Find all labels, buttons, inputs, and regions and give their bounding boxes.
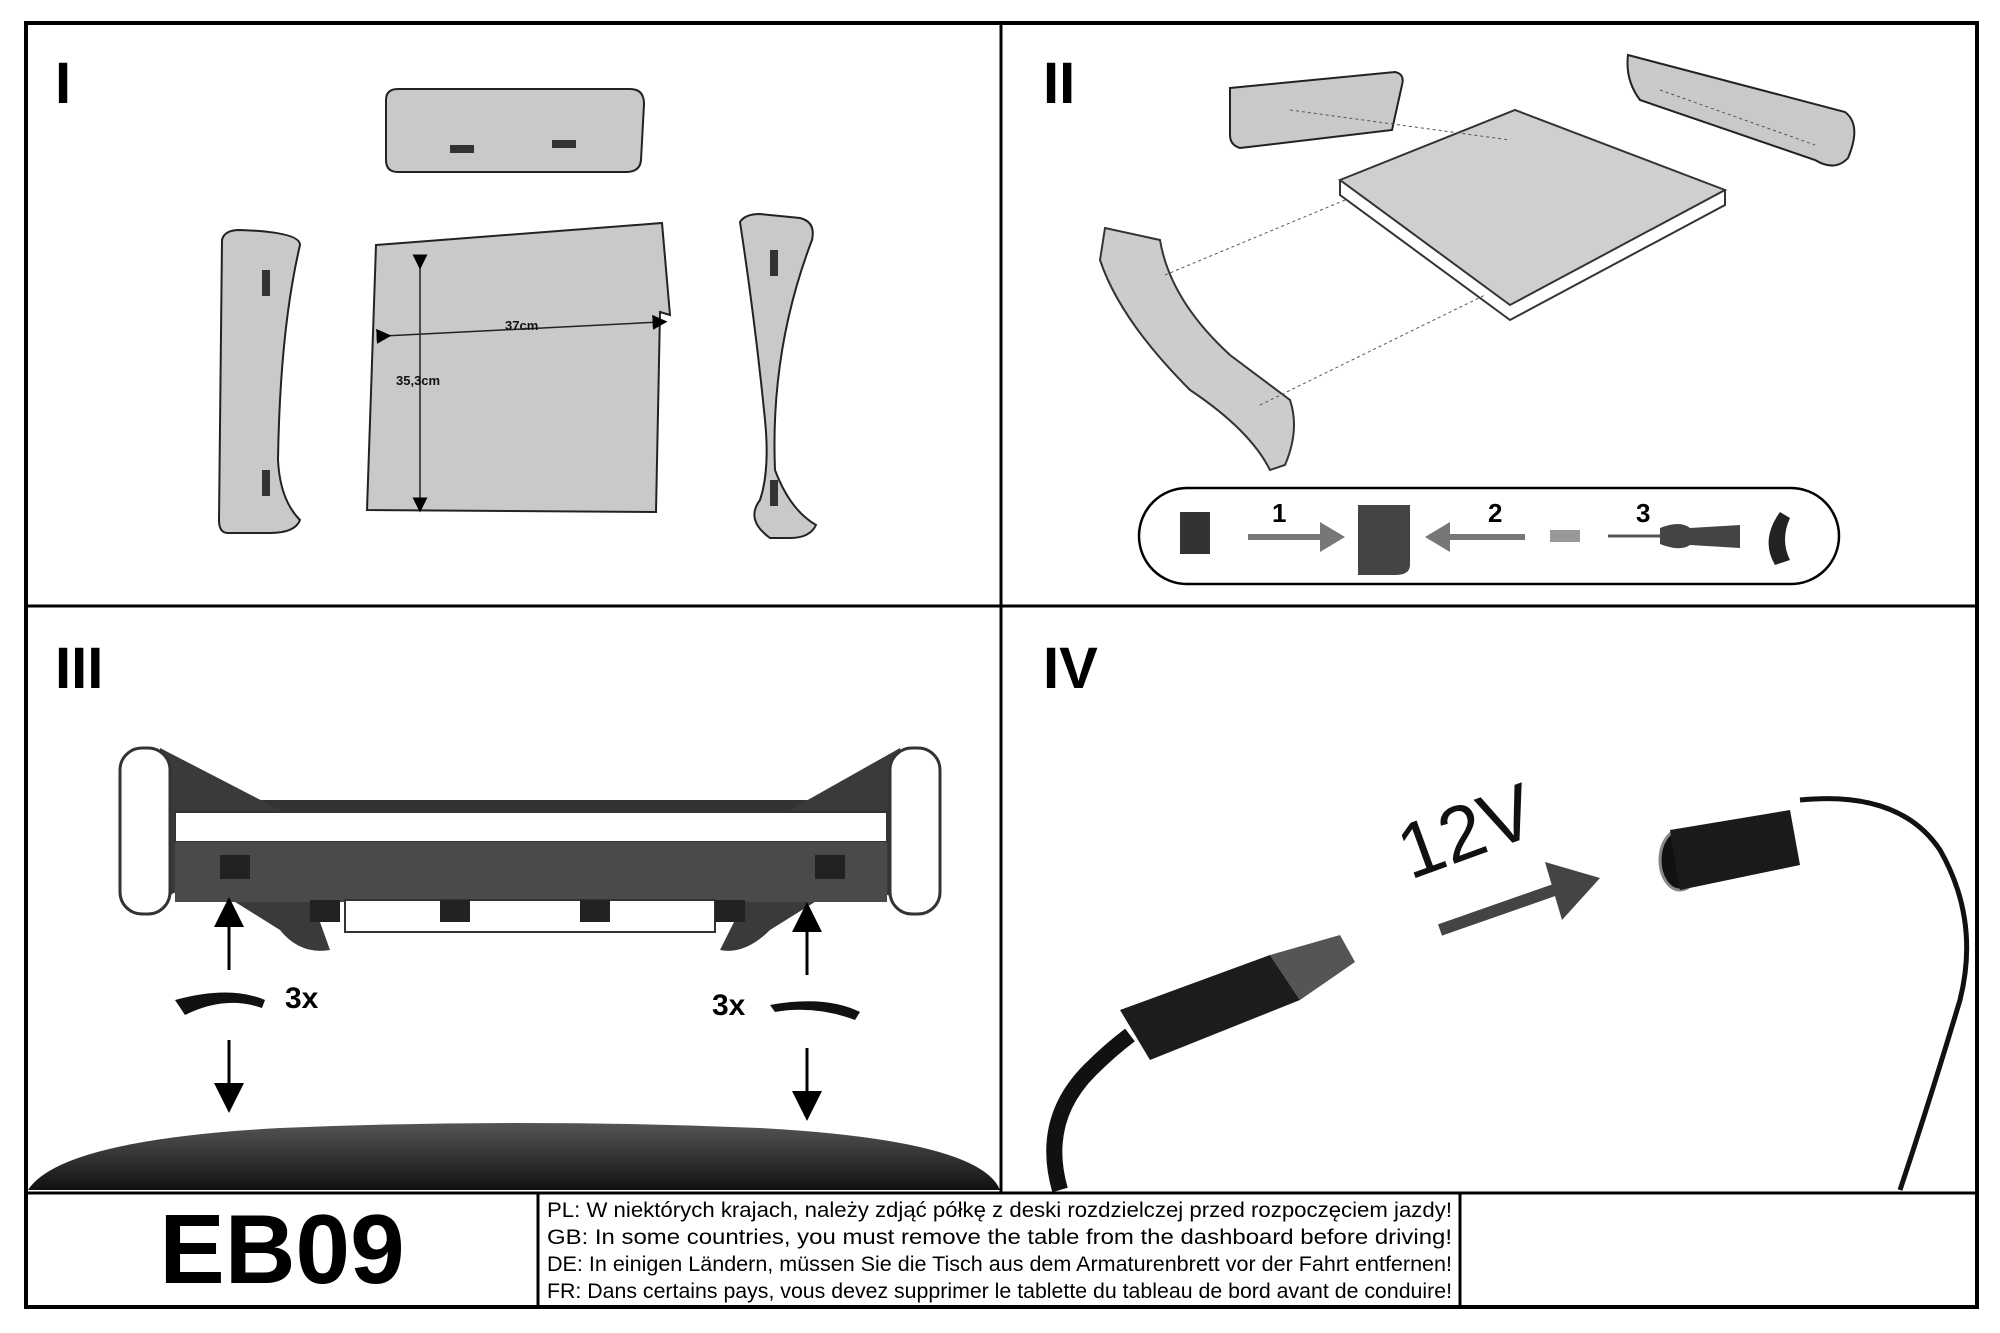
warning-de: DE: In einigen Ländern, müssen Sie die T… (547, 1253, 1452, 1276)
left-side-panel (217, 228, 302, 534)
safety-warnings: PL: W niektórych krajach, należy zdjąć p… (547, 1199, 1452, 1303)
side-bracket-icon (1358, 505, 1410, 575)
screw-icon (1550, 530, 1580, 542)
back-panel (344, 899, 716, 933)
socket-cable (1799, 796, 1970, 1191)
dashboard (28, 1123, 1000, 1190)
table-board (174, 811, 888, 843)
rotate-icon (770, 1001, 860, 1020)
bracket (552, 140, 576, 148)
clip-ring-icon (1768, 512, 1790, 565)
panel-1-parts-layout: I 37cm 35,3cm (55, 51, 818, 539)
right-side-panel (1626, 53, 1856, 167)
arrow-right-icon (1545, 862, 1600, 920)
plug-tip (1270, 935, 1355, 1000)
rotate-icon (175, 992, 265, 1015)
screwdriver-icon (1660, 524, 1740, 549)
left-end-cap (118, 746, 172, 916)
table-underside (175, 842, 887, 902)
arrow-head (1425, 522, 1450, 552)
arrow-head (1320, 522, 1345, 552)
depth-dimension: 35,3cm (396, 373, 440, 388)
bracket (770, 250, 778, 276)
repeat-count-left: 3x (285, 982, 319, 1015)
bracket (770, 480, 778, 506)
right-end-cap (888, 746, 942, 916)
step-2: 2 (1488, 498, 1502, 528)
warning-fr: FR: Dans certains pays, vous devez suppr… (547, 1280, 1452, 1303)
panel-label: IV (1043, 636, 1098, 701)
warning-pl: PL: W niektórych krajach, należy zdjąć p… (547, 1199, 1452, 1222)
table-board (365, 221, 672, 514)
back-panel (385, 88, 646, 173)
panel-label: III (55, 636, 103, 701)
step-3: 3 (1636, 498, 1650, 528)
model-number: EB09 (159, 1194, 404, 1304)
warning-gb: GB: In some countries, you must remove t… (547, 1226, 1452, 1249)
car-socket (1670, 810, 1800, 890)
cigarette-plug (1120, 955, 1300, 1060)
panel-label: II (1043, 51, 1075, 116)
arrow-shaft (1438, 882, 1562, 936)
brackets (220, 855, 845, 922)
width-dimension-line (376, 314, 668, 344)
bracket (262, 270, 270, 296)
panel-label: I (55, 51, 71, 116)
alignment-lines (1164, 89, 1816, 406)
plug-cable (1046, 1028, 1135, 1193)
side-panels (160, 748, 910, 820)
panel-2-assembly: II 1 2 3 (1043, 51, 1856, 586)
step-1: 1 (1272, 498, 1286, 528)
repeat-count-right: 3x (712, 989, 746, 1022)
width-dimension: 37cm (505, 318, 538, 333)
bracket (262, 470, 270, 496)
bracket-icon (1180, 512, 1210, 554)
back-panel (1229, 70, 1404, 150)
panel-3-mounting: III 3x 3x (28, 636, 1000, 1190)
right-side-panel (738, 212, 818, 539)
left-side-panel (1098, 226, 1295, 472)
bracket (450, 145, 474, 153)
board-edge (1339, 180, 1726, 322)
